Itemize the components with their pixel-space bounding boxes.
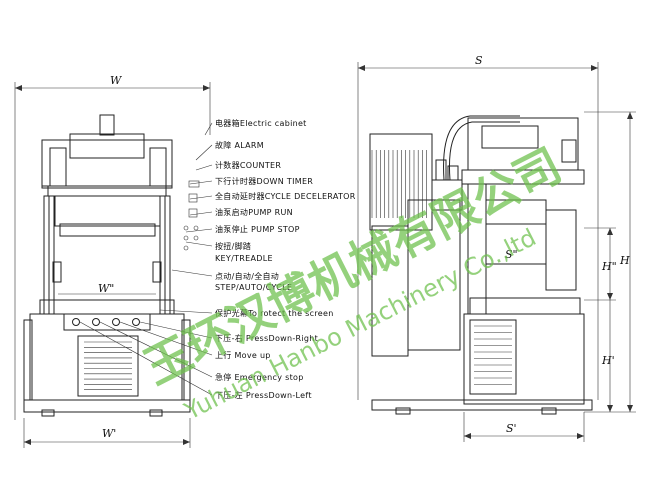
base (23, 399, 191, 413)
front-inner-width-label: W" (98, 282, 114, 295)
legend-key-treadle-en: KEY/TREADLE (215, 254, 273, 263)
knob-mark (193, 225, 199, 231)
legend-pump-run: 油泵启动PUMP RUN (215, 207, 293, 217)
lower-cabinet (77, 335, 139, 397)
legend: 电器箱Electric cabinet 故障 ALARM 计数器COUNTER 下行计… (79, 118, 356, 400)
lower-height-label: H' (601, 354, 615, 367)
side-base (371, 399, 593, 411)
side-depth-dimension: S (357, 54, 599, 400)
leader-line (79, 321, 213, 396)
ram-slide (54, 195, 161, 227)
motor-fins (371, 150, 427, 218)
legend-step-auto-cycle-cn: 点动/自动/全自动 (215, 271, 279, 281)
side-view: S S" (357, 54, 636, 442)
indicator-mark (188, 180, 200, 188)
leader-line (195, 144, 213, 161)
legend-down-timer: 下行计时器DOWN TIMER (215, 176, 313, 186)
upper-height-label: H" (601, 260, 617, 273)
press-down-right-button[interactable] (132, 318, 140, 326)
leader-line (189, 180, 213, 185)
indicator-mark (188, 208, 198, 218)
knob-mark (183, 225, 189, 231)
legend-pump-stop: 油泵停止 PUMP STOP (215, 224, 300, 234)
leader-line (189, 195, 213, 200)
legend-electric-cabinet: 电器箱Electric cabinet (215, 118, 307, 128)
leader-line (189, 211, 213, 216)
leader-line (185, 241, 213, 247)
side-base-depth-dimension: S' (463, 412, 585, 442)
leader-line (159, 309, 213, 314)
front-width-label: W (110, 74, 123, 87)
hydraulic-pipe (443, 115, 520, 181)
legend-cycle-decelerator: 全自动延时器CYCLE DECELERATOR (215, 191, 356, 201)
valve-block (431, 179, 463, 211)
front-base-width-label: W' (102, 427, 116, 440)
side-vents (474, 325, 512, 385)
knob-mark (193, 235, 199, 241)
press-down-left-button[interactable] (72, 318, 80, 326)
legend-press-down-left: 下压-左 PressDown-Left (215, 390, 312, 400)
side-base-depth-label: S' (506, 422, 517, 435)
leader-line (119, 321, 213, 356)
cabinet-vents (84, 341, 132, 391)
leader-line (99, 321, 213, 378)
knob-mark (183, 235, 189, 241)
legend-move-up: 上行 Move up (215, 350, 271, 360)
side-depth-label: S (475, 54, 483, 67)
front-width-dimension: W (14, 74, 211, 420)
indicator-mark (188, 193, 198, 203)
emergency-stop-button[interactable] (92, 318, 100, 326)
side-inner-depth-label: S" (505, 248, 518, 261)
leader-line (195, 164, 213, 171)
button-panel (63, 313, 151, 331)
leader-line (171, 269, 213, 277)
legend-key-treadle-cn: 按扭/脚踏 (215, 241, 251, 251)
top-cylinder (69, 133, 145, 159)
legend-counter: 计数器COUNTER (215, 160, 281, 170)
move-up-button[interactable] (112, 318, 120, 326)
legend-step-auto-cycle-en: STEP/AUTO/CYCLE (215, 283, 292, 292)
front-view: W W" (14, 74, 211, 448)
top-cylinder-rod (99, 114, 115, 136)
side-lower-body (463, 313, 585, 405)
legend-protect-screen: 保护光幕To rotect the screen (215, 308, 334, 318)
leader-line (185, 228, 213, 233)
leader-line (139, 321, 213, 339)
legend-press-down-right: 下压-右 PressDown-Right (215, 333, 318, 343)
legend-alarm: 故障 ALARM (215, 140, 264, 150)
top-frame (41, 139, 173, 189)
total-height-label: H (619, 254, 630, 267)
height-dimensions: H H" H' (584, 111, 636, 413)
knob-mark (183, 245, 189, 251)
work-table (39, 299, 175, 315)
front-base-width-dimension: W' (23, 418, 191, 448)
legend-emergency-stop: 急停 Emergency stop (215, 372, 304, 382)
leader-line (204, 122, 213, 136)
